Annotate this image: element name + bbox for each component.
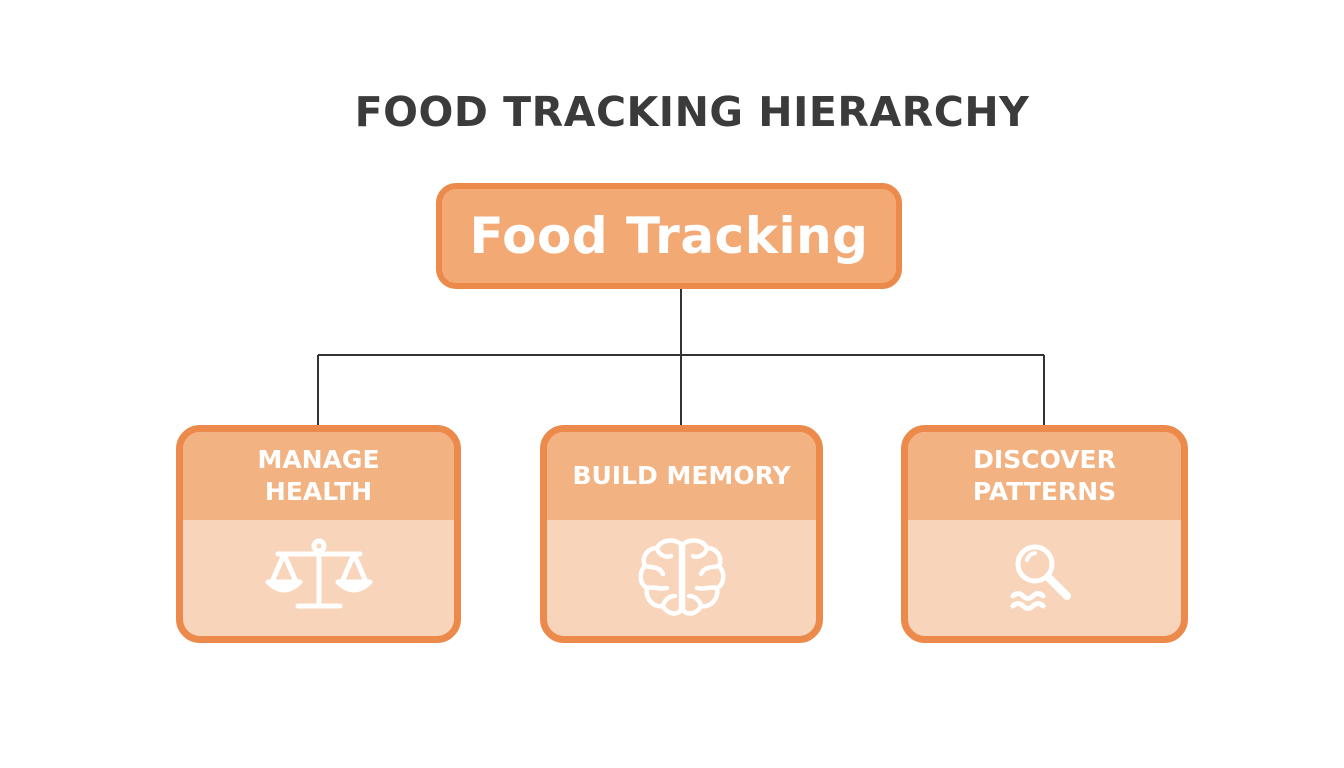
child-node-label: BUILD MEMORY (572, 461, 791, 490)
child-node-manage-health: MANAGE HEALTH (176, 425, 461, 643)
child-node-label: MANAGE HEALTH (257, 445, 380, 506)
child-node-header: MANAGE HEALTH (183, 432, 454, 520)
child-node-body (183, 520, 454, 636)
root-node-label: Food Tracking (469, 207, 869, 265)
scales-icon (264, 538, 374, 618)
root-node: Food Tracking (436, 183, 902, 289)
child-node-body (547, 520, 816, 636)
child-node-body (908, 520, 1181, 636)
magnifier-icon (1005, 538, 1085, 618)
brain-icon (637, 536, 727, 620)
child-node-header: BUILD MEMORY (547, 432, 816, 520)
child-node-discover-patterns: DISCOVER PATTERNS (901, 425, 1188, 643)
child-node-header: DISCOVER PATTERNS (908, 432, 1181, 520)
child-node-label: DISCOVER PATTERNS (972, 445, 1117, 506)
child-node-build-memory: BUILD MEMORY (540, 425, 823, 643)
page-title: FOOD TRACKING HIERARCHY (354, 88, 1030, 136)
